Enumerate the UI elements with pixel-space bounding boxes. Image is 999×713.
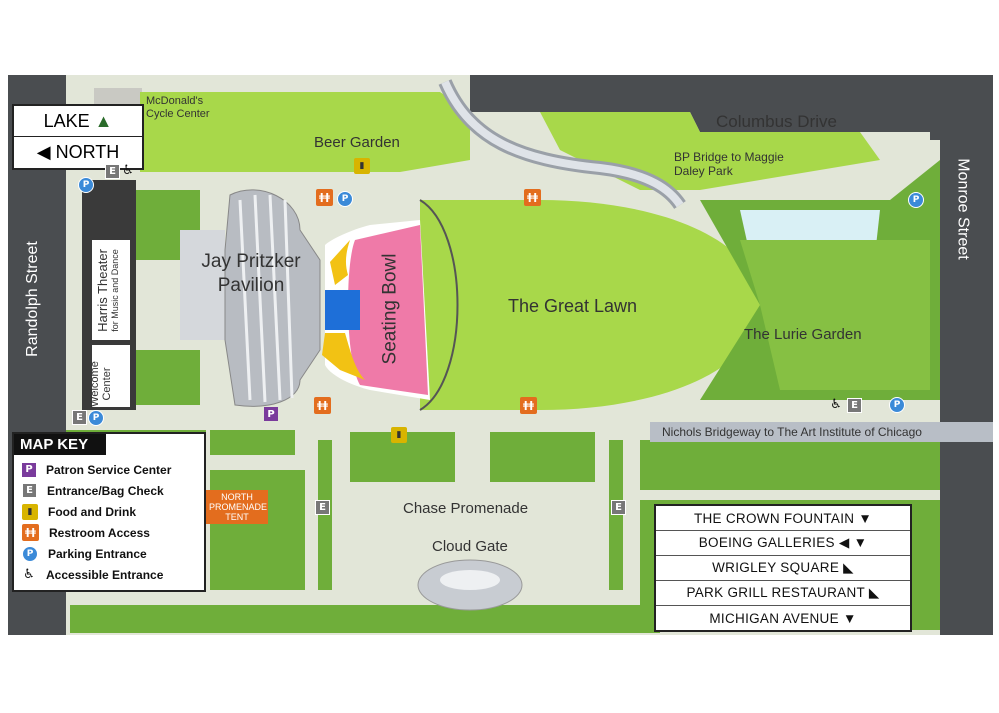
key-label: Restroom Access [49, 525, 150, 540]
key-row-accessible: ♿ Accessible Entrance [14, 564, 204, 585]
parking-icon: P [337, 191, 353, 207]
great-lawn-label: The Great Lawn [508, 296, 638, 316]
key-row-parking: P Parking Entrance [14, 543, 204, 564]
entrance-icon: E [847, 398, 862, 413]
accessible-icon: ♿ [23, 567, 35, 582]
north-promenade-tent-label: NORTH PROMENADE TENT [209, 492, 268, 522]
food-drink-icon: ▮ [354, 158, 370, 174]
nichols-bridgeway-label: Nichols Bridgeway to The Art Institute o… [662, 425, 922, 439]
pavilion-stage [180, 230, 225, 340]
food-drink-icon: ▮ [22, 503, 38, 520]
map-key: MAP KEY P Patron Service Center E Entran… [12, 432, 206, 592]
randolph-street-label: Randolph Street [23, 241, 41, 357]
restroom-icon: ǂǂ [524, 189, 541, 206]
mcdonalds-label: McDonald's Cycle Center [146, 95, 210, 120]
monroe-street-label: Monroe Street [954, 158, 972, 260]
entrance-icon: E [105, 164, 120, 179]
direction-michigan-avenue[interactable]: MICHIGAN AVENUE ▼ [709, 610, 857, 626]
direction-boeing-galleries[interactable]: BOEING GALLERIES ◀ ▼ [656, 531, 910, 556]
key-label: Patron Service Center [46, 462, 172, 477]
key-row-restroom: ǂǂ Restroom Access [14, 522, 204, 543]
lurie-garden-label: The Lurie Garden [744, 326, 862, 343]
columbus-drive-label: Columbus Drive [716, 112, 837, 131]
seating-pink [348, 225, 428, 395]
key-row-patron: P Patron Service Center [14, 459, 204, 480]
accessible-icon: ♿ [830, 396, 842, 412]
seating-bowl-label: Seating Bowl [379, 253, 401, 365]
parking-icon: P [88, 410, 104, 426]
restroom-icon: ǂǂ [520, 397, 537, 414]
arrow-left-icon: ◀ [36, 141, 51, 162]
entrance-icon: E [315, 500, 330, 515]
entrance-icon: E [22, 483, 37, 498]
patron-service-icon: P [22, 462, 36, 477]
arrow-up-icon: ▲ [94, 110, 113, 131]
directions-box: THE CROWN FOUNTAIN ▼ BOEING GALLERIES ◀ … [654, 504, 912, 632]
columbus-drive [470, 75, 993, 140]
bp-bridge-label: BP Bridge to Maggie Daley Park [674, 150, 784, 178]
direction-wrigley-square[interactable]: WRIGLEY SQUARE ◣ [656, 556, 910, 581]
cloud-gate-label: Cloud Gate [432, 538, 508, 555]
key-row-entrance: E Entrance/Bag Check [14, 480, 204, 501]
food-drink-icon: ▮ [391, 427, 407, 443]
parking-icon: P [22, 545, 38, 562]
beer-garden-label: Beer Garden [314, 134, 400, 151]
lake-label: LAKE [43, 110, 90, 131]
key-label: Parking Entrance [48, 546, 147, 561]
seating-blue [325, 290, 360, 330]
patron-service-icon: P [264, 407, 278, 421]
restroom-icon: ǂǂ [314, 397, 331, 414]
welcome-center-label: Welcome Center [89, 361, 113, 407]
key-label: Entrance/Bag Check [47, 483, 164, 498]
harris-theater-title: Harris Theater [94, 249, 110, 332]
monroe-street [940, 75, 993, 635]
parking-icon: P [78, 177, 94, 193]
north-label: NORTH [55, 141, 120, 162]
entrance-icon: E [72, 410, 87, 425]
north-promenade-tent: NORTH PROMENADE TENT [206, 490, 268, 524]
key-label: Accessible Entrance [46, 567, 164, 582]
map-key-title: MAP KEY [14, 434, 106, 455]
nichols-bridgeway-shape [650, 422, 993, 442]
key-label: Food and Drink [48, 504, 136, 519]
restroom-icon: ǂǂ [316, 189, 333, 206]
chase-promenade-label: Chase Promenade [403, 500, 529, 517]
accessible-icon: ♿ [122, 162, 134, 178]
harris-theater-subtitle: for Music and Dance [109, 249, 120, 332]
restroom-icon: ǂǂ [22, 524, 39, 541]
parking-icon: P [908, 192, 924, 208]
great-lawn-shape [420, 200, 760, 410]
direction-crown-fountain[interactable]: THE CROWN FOUNTAIN ▼ [656, 506, 910, 531]
pavilion-label: Jay Pritzker Pavilion [201, 251, 301, 296]
beer-garden-lawn [140, 92, 470, 172]
parking-icon: P [889, 397, 905, 413]
entrance-icon: E [611, 500, 626, 515]
harris-theater-label: Harris Theater for Music and Dance [95, 249, 120, 332]
key-row-food: ▮ Food and Drink [14, 501, 204, 522]
direction-park-grill[interactable]: PARK GRILL RESTAURANT ◣ [656, 581, 910, 606]
orientation-box: LAKE ▲ ◀ NORTH [12, 104, 144, 170]
